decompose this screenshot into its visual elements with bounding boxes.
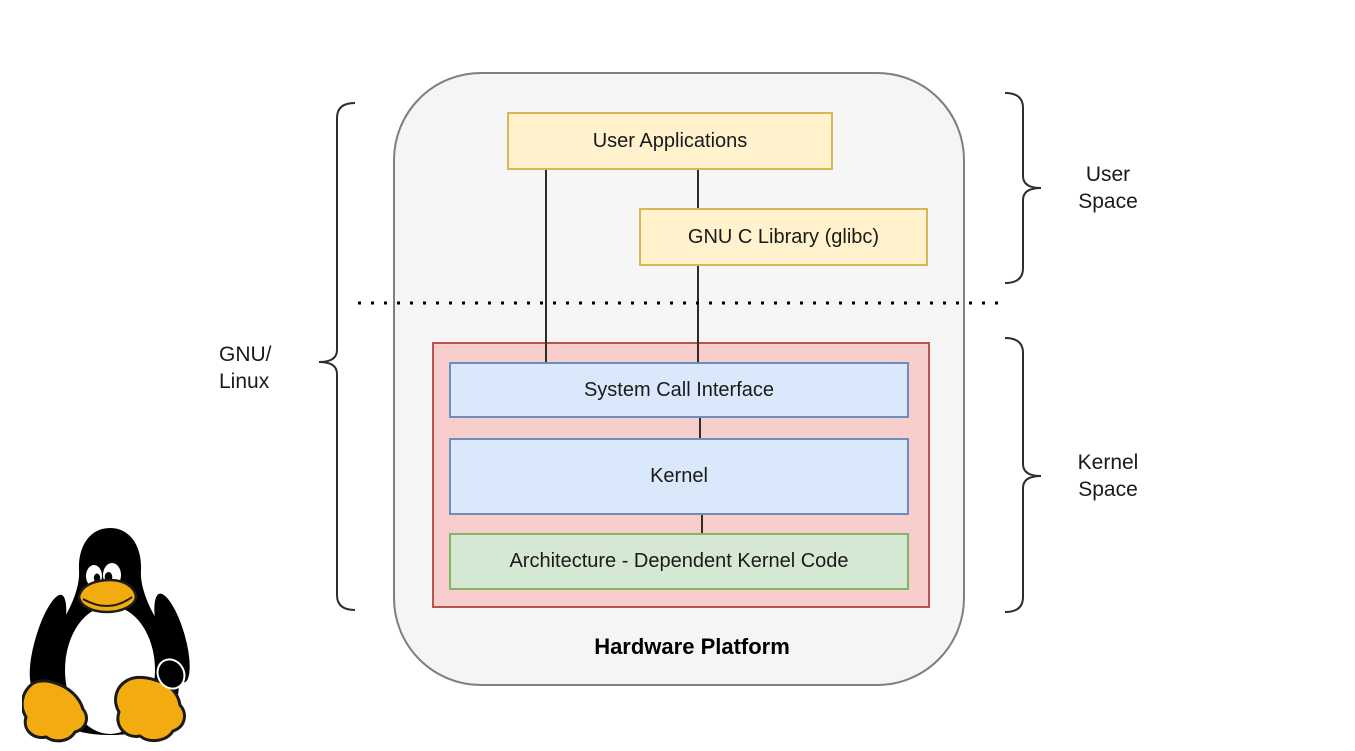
box-kernel: Kernel bbox=[449, 438, 909, 515]
box-arch-dependent-kernel-code: Architecture - Dependent Kernel Code bbox=[449, 533, 909, 590]
brace-user-space bbox=[1004, 92, 1042, 284]
tux-beak bbox=[77, 578, 138, 614]
brace-kernel-space bbox=[1004, 337, 1042, 613]
box-glibc-label: GNU C Library (glibc) bbox=[687, 225, 880, 248]
box-kernel-label: Kernel bbox=[650, 465, 708, 487]
box-system-call-interface-label: System Call Interface bbox=[583, 378, 775, 401]
tux-beak-smile bbox=[82, 596, 133, 607]
tux-penguin-icon bbox=[22, 528, 192, 743]
box-arch-dependent-kernel-code-label: Architecture - Dependent Kernel Code bbox=[509, 550, 849, 572]
tux-right-flipper-tip bbox=[156, 658, 186, 690]
label-gnu-linux: GNU/ Linux bbox=[219, 343, 272, 393]
label-user-space: User Space bbox=[1078, 163, 1138, 213]
label-kernel-space: Kernel Space bbox=[1077, 451, 1139, 501]
box-glibc: GNU C Library (glibc) bbox=[639, 208, 928, 266]
hardware-platform-label: Hardware Platform bbox=[594, 634, 790, 659]
tux-left-foot bbox=[22, 679, 88, 743]
brace-gnu-linux bbox=[318, 102, 356, 611]
box-system-call-interface: System Call Interface bbox=[449, 362, 909, 418]
box-user-applications-label: User Applications bbox=[592, 129, 748, 152]
box-user-applications: User Applications bbox=[507, 112, 833, 170]
tux-right-foot bbox=[114, 675, 186, 743]
